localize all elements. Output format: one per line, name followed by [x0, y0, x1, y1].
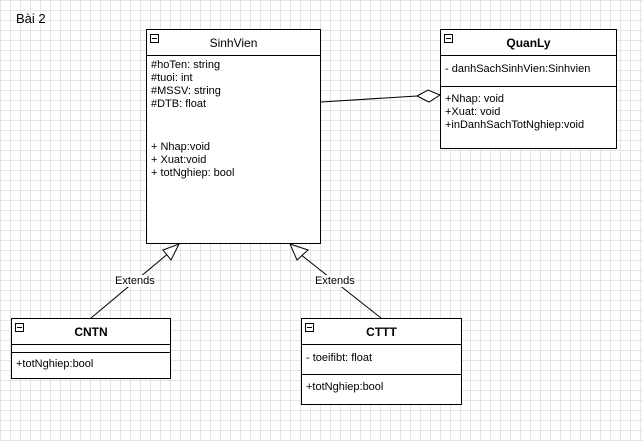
class-quanly-name: QuanLy [506, 36, 551, 50]
class-cttt[interactable]: CTTT - toeifibt: float +totNghiep:bool [301, 318, 462, 405]
collapse-icon[interactable] [15, 323, 24, 332]
collapse-icon[interactable] [444, 34, 453, 43]
class-sinhvien-name: SinhVien [209, 36, 258, 50]
aggregation-line [320, 95, 418, 103]
inheritance-arrow-cttt [289, 243, 309, 261]
class-sinhvien-header: SinhVien [147, 30, 320, 56]
class-cntn-methods: +totNghiep:bool [12, 353, 170, 374]
class-sinhvien-methods: + Nhap:void + Xuat:void + totNghiep: boo… [147, 114, 320, 183]
class-cttt-methods: +totNghiep:bool [302, 375, 461, 397]
class-sinhvien[interactable]: SinhVien #hoTen: string #tuoi: int #MSSV… [146, 29, 321, 244]
attribute: #hoTen: string [151, 59, 221, 71]
method: +Nhap: void [445, 93, 505, 105]
class-cntn-header: CNTN [12, 319, 170, 345]
class-quanly-header: QuanLy [441, 30, 616, 56]
class-cttt-name: CTTT [366, 325, 397, 339]
class-quanly-attributes: - danhSachSinhVien:Sinhvien [441, 56, 616, 87]
attribute: - danhSachSinhVien:Sinhvien [445, 63, 591, 75]
collapse-icon[interactable] [150, 34, 159, 43]
class-quanly-methods: +Nhap: void +Xuat: void +inDanhSachTotNg… [441, 87, 616, 135]
method: +Xuat: void [445, 106, 501, 118]
class-cttt-attributes: - toeifibt: float [302, 345, 461, 375]
extends-label-cntn: Extends [114, 275, 156, 287]
class-cttt-header: CTTT [302, 319, 461, 345]
method: +inDanhSachTotNghiep:void [445, 119, 585, 131]
attribute: #tuoi: int [151, 72, 193, 84]
collapse-icon[interactable] [305, 323, 314, 332]
inheritance-arrow-cntn [162, 243, 181, 261]
extends-label-cttt: Extends [314, 275, 356, 287]
class-cntn-name: CNTN [74, 325, 108, 339]
class-cntn-attributes [12, 345, 170, 353]
diagram-title: Bài 2 [16, 11, 46, 26]
method: + Xuat:void [151, 154, 207, 166]
attribute: - toeifibt: float [306, 352, 373, 364]
class-cntn[interactable]: CNTN +totNghiep:bool [11, 318, 171, 379]
attribute: #DTB: float [151, 98, 207, 110]
aggregation-diamond [415, 89, 442, 103]
class-quanly[interactable]: QuanLy - danhSachSinhVien:Sinhvien +Nhap… [440, 29, 617, 149]
method: +totNghiep:bool [16, 358, 94, 370]
method: + totNghiep: bool [151, 167, 235, 179]
method: +totNghiep:bool [306, 381, 384, 393]
method: + Nhap:void [151, 141, 211, 153]
attribute: #MSSV: string [151, 85, 221, 97]
class-sinhvien-attributes: #hoTen: string #tuoi: int #MSSV: string … [147, 56, 320, 114]
